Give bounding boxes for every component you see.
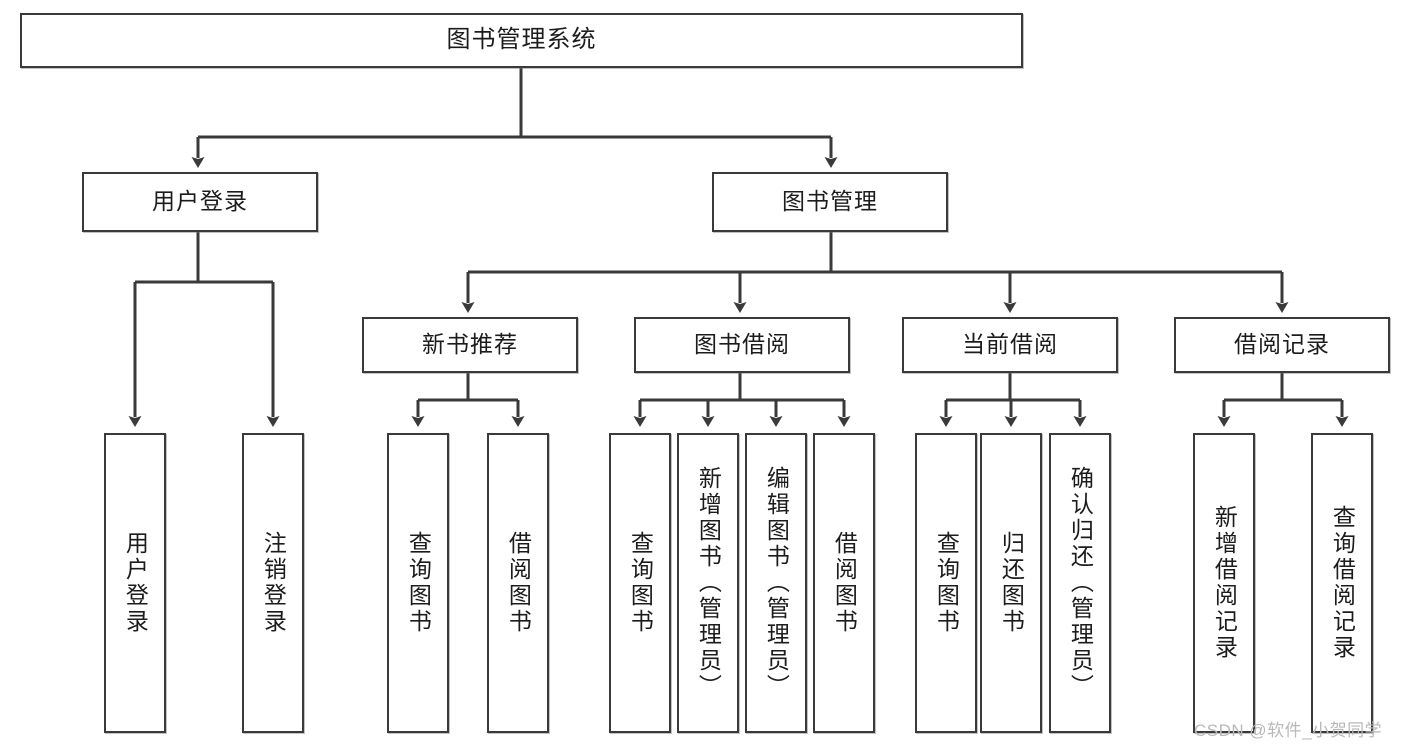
node-label: 归还图书	[998, 531, 1025, 635]
node-label: 借阅图书	[831, 531, 858, 635]
node-user-login[interactable]: 用户登录	[82, 172, 318, 232]
leaf-borrow-book[interactable]: 借阅图书	[813, 433, 875, 733]
leaf-query-book-recommend[interactable]: 查询图书	[387, 433, 449, 733]
node-label: 查询借阅记录	[1329, 505, 1356, 661]
node-new-book-recommendation[interactable]: 新书推荐	[362, 317, 578, 373]
leaf-return-book[interactable]: 归还图书	[980, 433, 1042, 733]
node-book-borrowing[interactable]: 图书借阅	[634, 317, 850, 373]
node-root-book-management-system[interactable]: 图书管理系统	[20, 13, 1023, 68]
node-label: 图书借阅	[694, 331, 790, 358]
node-label: 新书推荐	[422, 331, 518, 358]
leaf-confirm-return-admin[interactable]: 确认归还（管理员）	[1049, 433, 1111, 733]
node-label: 注销登录	[260, 531, 287, 635]
node-label: 查询图书	[405, 531, 432, 635]
node-book-management[interactable]: 图书管理	[712, 172, 948, 232]
leaf-add-borrow-record[interactable]: 新增借阅记录	[1193, 433, 1255, 733]
leaf-logout[interactable]: 注销登录	[242, 433, 304, 733]
leaf-borrow-book-recommend[interactable]: 借阅图书	[487, 433, 549, 733]
leaf-query-book-current[interactable]: 查询图书	[915, 433, 977, 733]
node-label: 当前借阅	[962, 331, 1058, 358]
node-label: 确认归还（管理员）	[1067, 466, 1094, 700]
node-label: 借阅记录	[1234, 331, 1330, 358]
leaf-query-borrow-record[interactable]: 查询借阅记录	[1311, 433, 1373, 733]
node-label: 用户登录	[152, 188, 248, 215]
node-label: 新增图书（管理员）	[695, 466, 722, 700]
node-borrowing-record[interactable]: 借阅记录	[1174, 317, 1390, 373]
node-label: 查询图书	[627, 531, 654, 635]
leaf-add-book-admin[interactable]: 新增图书（管理员）	[677, 433, 739, 733]
node-label: 图书管理	[782, 188, 878, 215]
node-label: 图书管理系统	[446, 26, 597, 54]
leaf-user-login[interactable]: 用户登录	[104, 433, 166, 733]
node-current-borrowing[interactable]: 当前借阅	[902, 317, 1118, 373]
node-label: 新增借阅记录	[1211, 505, 1238, 661]
node-label: 编辑图书（管理员）	[763, 466, 790, 700]
csdn-watermark: CSDN @软件_小贺同学	[1194, 721, 1383, 740]
leaf-edit-book-admin[interactable]: 编辑图书（管理员）	[745, 433, 807, 733]
node-label: 用户登录	[122, 531, 149, 635]
node-label: 查询图书	[933, 531, 960, 635]
leaf-query-book-borrow[interactable]: 查询图书	[609, 433, 671, 733]
node-label: 借阅图书	[505, 531, 532, 635]
